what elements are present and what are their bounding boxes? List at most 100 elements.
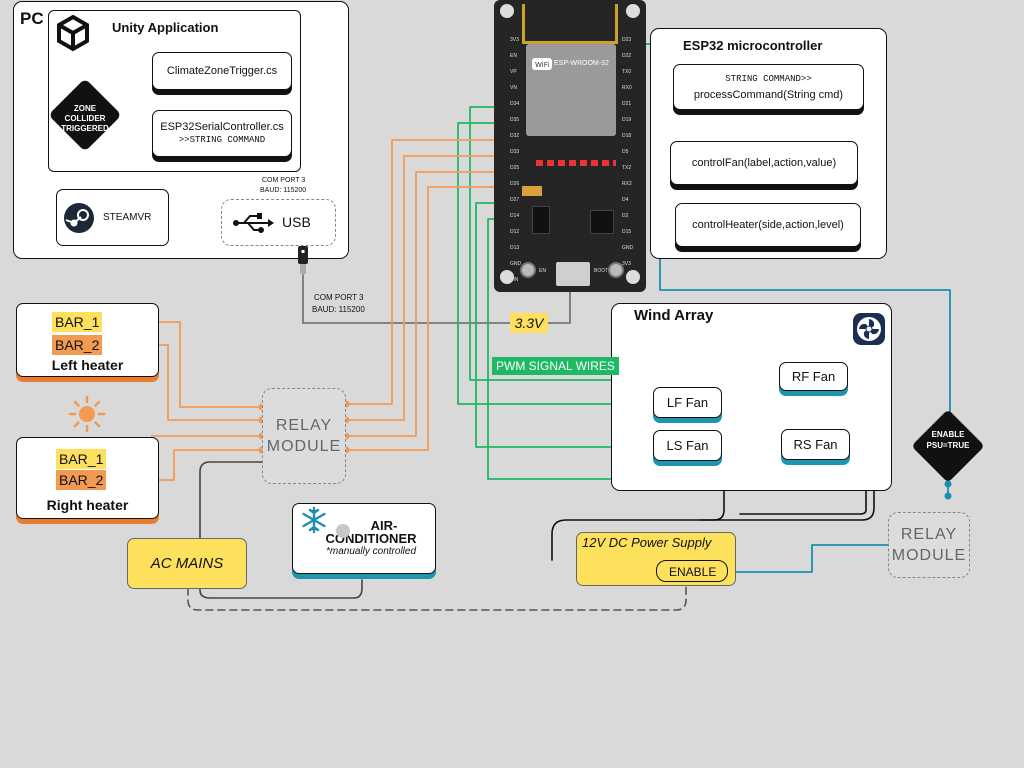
board-pin-label: GND bbox=[622, 245, 634, 251]
enable-psu-line2: PSU=TRUE bbox=[926, 441, 970, 450]
usb-port[interactable]: USB bbox=[221, 199, 336, 246]
esp32-serial-controller-script: ESP32SerialController.cs >>STRING COMMAN… bbox=[152, 110, 292, 157]
process-command-string: STRING COMMAND>> bbox=[725, 73, 812, 84]
esp-module-shield: WiFi ESP-WROOM-32 bbox=[526, 44, 616, 136]
heater-relay-module: RELAY MODULE bbox=[262, 388, 346, 484]
air-conditioner-line1: AIR- bbox=[370, 518, 398, 533]
board-pin-label: EN bbox=[510, 53, 517, 59]
steam-icon bbox=[64, 202, 94, 233]
board-pin-label: TX0 bbox=[622, 69, 632, 75]
lf-fan: LF Fan bbox=[653, 387, 722, 418]
usb-icon bbox=[233, 212, 274, 233]
board-pin-label: GND bbox=[510, 261, 522, 267]
board-pin-label: RX2 bbox=[622, 181, 632, 187]
wire-heat-8 bbox=[345, 186, 503, 451]
board-pin-label: D14 bbox=[510, 213, 520, 219]
rf-fan: RF Fan bbox=[779, 362, 848, 391]
board-pin-label: D33 bbox=[510, 149, 520, 155]
board-pin-label: D15 bbox=[622, 229, 632, 235]
micro-usb-port[interactable] bbox=[556, 262, 590, 286]
steamvr-label: STEAMVR bbox=[103, 212, 152, 223]
board-pin-label: D12 bbox=[510, 229, 520, 235]
boot-button[interactable] bbox=[608, 262, 624, 278]
rs-fan: RS Fan bbox=[781, 429, 850, 460]
climate-zone-trigger-script: ClimateZoneTrigger.cs bbox=[152, 52, 292, 90]
process-command-fn: processCommand(String cmd) bbox=[693, 88, 844, 101]
boot-button-label: BOOT bbox=[594, 268, 609, 274]
unity-logo-icon bbox=[57, 14, 89, 52]
board-pin-label: D23 bbox=[622, 37, 632, 43]
wire-heat-3 bbox=[151, 435, 263, 458]
control-fan-box: controlFan(label,action,value) bbox=[670, 141, 858, 185]
usb-plug-icon bbox=[298, 246, 308, 274]
cable-com-port: COM PORT 3 bbox=[314, 293, 364, 302]
board-pin-label: D22 bbox=[622, 53, 632, 59]
psu-relay-module: RELAY MODULE bbox=[888, 512, 970, 578]
board-pin-label: D5 bbox=[622, 149, 629, 155]
esp32-panel-title: ESP32 microcontroller bbox=[683, 38, 823, 53]
heater-relay-line2: MODULE bbox=[266, 438, 342, 455]
board-pin-label: D32 bbox=[510, 133, 520, 139]
unity-application-title: Unity Application bbox=[112, 20, 219, 35]
en-button[interactable] bbox=[520, 262, 536, 278]
zone-collider-trigger-label: ZONE COLLIDER TRIGGERED bbox=[61, 104, 109, 133]
right-heater-bar1: BAR_1 bbox=[56, 449, 107, 469]
ac-mains-label: AC MAINS bbox=[150, 555, 224, 572]
wire-pwm-lf bbox=[457, 122, 645, 405]
board-regulator bbox=[532, 206, 550, 234]
air-conditioner: AIR- CONDITIONER *manually controlled bbox=[292, 503, 436, 574]
board-pin-label: D21 bbox=[622, 101, 632, 107]
wire-heat-6 bbox=[345, 155, 503, 421]
esp-module-name: ESP-WROOM-32 bbox=[554, 60, 609, 67]
serial-script-name: ESP32SerialController.cs bbox=[160, 120, 284, 133]
ls-fan: LS Fan bbox=[653, 430, 722, 461]
board-leds bbox=[536, 160, 616, 166]
aircon-knob bbox=[336, 524, 350, 538]
board-pin-label: D25 bbox=[510, 165, 520, 171]
mount-hole-bl bbox=[500, 270, 514, 284]
wire-usb-to-esp bbox=[302, 274, 571, 324]
board-chip bbox=[590, 210, 614, 234]
mount-hole-tr bbox=[626, 4, 640, 18]
sun-icon bbox=[68, 395, 106, 433]
ac-mains: AC MAINS bbox=[127, 538, 247, 589]
board-pin-label: VIN bbox=[510, 277, 519, 283]
process-command-box: STRING COMMAND>> processCommand(String c… bbox=[673, 64, 864, 110]
wire-mains-loop bbox=[187, 585, 687, 611]
board-pin-label: D34 bbox=[510, 101, 520, 107]
board-capacitor bbox=[522, 186, 542, 196]
board-pin-label: RX0 bbox=[622, 85, 632, 91]
serial-script-command: >>STRING COMMAND bbox=[178, 134, 266, 145]
wifi-icon: WiFi bbox=[532, 58, 552, 70]
svg-text:WiFi: WiFi bbox=[535, 61, 549, 69]
board-pin-label: VN bbox=[510, 85, 517, 91]
en-button-label: EN bbox=[539, 268, 546, 274]
board-pin-label: 3V3 bbox=[510, 37, 519, 43]
psu-enable-button[interactable]: ENABLE bbox=[656, 560, 728, 582]
wire-heat-7 bbox=[345, 171, 503, 437]
left-heater-bar1: BAR_1 bbox=[52, 312, 103, 332]
fan-icon bbox=[853, 313, 885, 345]
board-pin-label: D2 bbox=[622, 213, 629, 219]
right-heater-name: Right heater bbox=[46, 497, 129, 513]
psu-relay-line1: RELAY bbox=[900, 526, 958, 543]
board-pin-label: D35 bbox=[510, 117, 520, 123]
psu-relay-line2: MODULE bbox=[891, 547, 967, 564]
left-heater-bar2: BAR_2 bbox=[52, 335, 103, 355]
steamvr-box: STEAMVR bbox=[56, 189, 169, 246]
board-pin-label: D26 bbox=[510, 181, 520, 187]
left-heater-name: Left heater bbox=[51, 357, 124, 373]
usb-label: USB bbox=[282, 214, 311, 230]
mount-hole-tl bbox=[500, 4, 514, 18]
board-pin-label: D13 bbox=[510, 245, 520, 251]
board-pin-label: D18 bbox=[622, 133, 632, 139]
heater-relay-line1: RELAY bbox=[275, 417, 333, 434]
psu-title: 12V DC Power Supply bbox=[582, 535, 712, 550]
pc-com-port: COM PORT 3 bbox=[262, 177, 306, 184]
board-pin-label: TX2 bbox=[622, 165, 632, 171]
snowflake-icon bbox=[302, 506, 326, 534]
board-pin-label: D27 bbox=[510, 197, 520, 203]
